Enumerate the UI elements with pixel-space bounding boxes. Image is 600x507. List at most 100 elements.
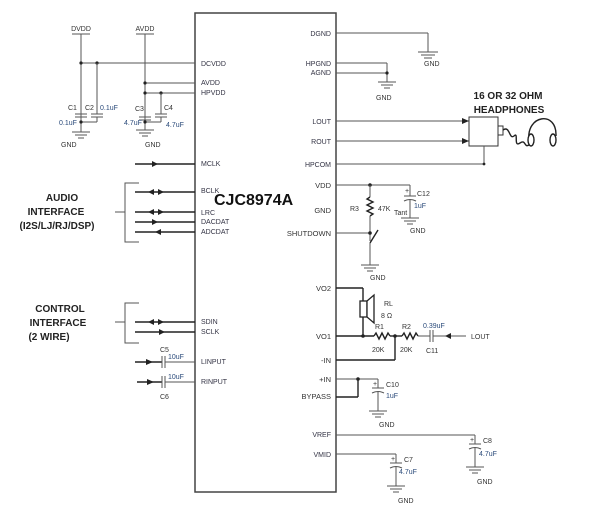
c4-value: 4.7uF xyxy=(166,122,184,129)
rl-value: 8 Ω xyxy=(381,313,392,320)
c6-ref: C6 xyxy=(160,394,169,401)
pin-hpgnd: HPGND xyxy=(306,61,331,68)
mclk-arrow xyxy=(152,161,158,167)
speaker-rl xyxy=(359,300,368,318)
c1-value: 0.1uF xyxy=(59,120,77,127)
rout-arrow xyxy=(462,138,469,144)
r1-ref: R1 xyxy=(375,324,384,331)
pin-mclk: MCLK xyxy=(201,161,221,168)
speaker-amp-section: RL 8 Ω R1 20K R2 20K 0.39uF C11 LOUT xyxy=(336,287,490,361)
c10-ref: C10 xyxy=(386,382,399,389)
chip-name: CJC8974A xyxy=(214,192,294,209)
pin-avdd: AVDD xyxy=(201,80,220,87)
shutdown-switch xyxy=(369,229,379,244)
headphone-left-cup xyxy=(527,133,535,147)
line-inputs-section: C5 10uF C6 10uF xyxy=(135,347,195,401)
gnd-label-c12: GND xyxy=(410,228,426,235)
c5-ref: C5 xyxy=(160,347,169,354)
pin-agnd: AGND xyxy=(311,70,331,77)
shutdown-section: R3 47K GND + C12 1uF Tant GND xyxy=(336,183,430,282)
gnd-label-c8: GND xyxy=(477,479,493,486)
pin-lrc: LRC xyxy=(201,210,215,217)
pin-hpcom: HPCOM xyxy=(305,162,331,169)
pin-vref: VREF xyxy=(312,432,331,439)
vref-section: + C8 4.7uF GND xyxy=(336,434,497,486)
control-interface-section: CONTROL INTERFACE (2 WIRE) xyxy=(28,302,195,344)
svg-text:+: + xyxy=(405,188,409,195)
r2-value: 20K xyxy=(400,347,413,354)
gnd-label-c10: GND xyxy=(379,422,395,429)
c2-value: 0.1uF xyxy=(100,105,118,112)
pin-dgnd: DGND xyxy=(310,31,331,38)
c11-value: 0.39uF xyxy=(423,323,445,330)
r3-ref: R3 xyxy=(350,206,359,213)
lout-arrow xyxy=(462,118,469,124)
bypass-section: + C10 1uF GND xyxy=(336,377,399,429)
audio-interface-section: AUDIO INTERFACE (I2S/LJ/RJ/DSP) xyxy=(19,161,195,243)
r3-value: 47K xyxy=(378,206,391,213)
c12-note: Tant xyxy=(394,210,407,217)
c1-ref: C1 xyxy=(68,105,77,112)
gnd-label-c3: GND xyxy=(145,142,161,149)
dvdd-label: DVDD xyxy=(71,26,91,33)
pin-vmid: VMID xyxy=(314,452,332,459)
pin-gnd: GND xyxy=(314,206,331,215)
r3-resistor xyxy=(365,196,375,217)
pin-bypass: BYPASS xyxy=(302,392,331,401)
gnd-label-agnd: GND xyxy=(376,95,392,102)
headphones-line1: 16 OR 32 OHM xyxy=(474,91,543,102)
headphone-band xyxy=(528,118,557,141)
audio-interface-line2: INTERFACE xyxy=(28,207,85,218)
ground-connections: GND GND xyxy=(336,32,440,102)
c10-value: 1uF xyxy=(386,393,398,400)
c12-ref: C12 xyxy=(417,191,430,198)
pin-rout: ROUT xyxy=(311,139,332,146)
c7-value: 4.7uF xyxy=(399,469,417,476)
pin-dacdat: DACDAT xyxy=(201,219,230,226)
pin-rinput: RINPUT xyxy=(201,379,228,386)
c7-ref: C7 xyxy=(404,457,413,464)
gnd-label-c1: GND xyxy=(61,142,77,149)
c11-ref: C11 xyxy=(426,348,438,355)
headphone-jack xyxy=(468,116,499,147)
control-interface-line2: INTERFACE xyxy=(30,318,87,329)
r1-value: 20K xyxy=(372,347,385,354)
pin-bclk: BCLK xyxy=(201,188,220,195)
control-interface-line1: CONTROL xyxy=(35,304,84,315)
pin-lout: LOUT xyxy=(312,119,331,126)
pin-plus-in: +IN xyxy=(319,375,331,384)
c6-value: 10uF xyxy=(168,374,184,381)
pin-dcvdd: DCVDD xyxy=(201,61,226,68)
c8-value: 4.7uF xyxy=(479,451,497,458)
c4-ref: C4 xyxy=(164,105,173,112)
pin-sdin: SDIN xyxy=(201,319,218,326)
pin-vo1: VO1 xyxy=(316,332,331,341)
pin-shutdown: SHUTDOWN xyxy=(287,229,331,238)
pin-adcdat: ADCDAT xyxy=(201,229,230,236)
power-supply-section: DVDD AVDD C1 0.1uF C2 0.1uF GN xyxy=(59,26,195,149)
pin-vdd: VDD xyxy=(315,181,331,190)
c3-value: 4.7uF xyxy=(124,120,142,127)
c12-value: 1uF xyxy=(414,203,426,210)
headphone-section: 16 OR 32 OHM HEADPHONES xyxy=(336,91,557,166)
avdd-label: AVDD xyxy=(136,26,155,33)
svg-text:+: + xyxy=(373,381,377,388)
r2-ref: R2 xyxy=(402,324,411,331)
r2-resistor xyxy=(401,331,419,341)
pin-minus-in: -IN xyxy=(321,356,331,365)
audio-interface-line3: (I2S/LJ/RJ/DSP) xyxy=(19,221,94,232)
gnd-label-dgnd: GND xyxy=(424,61,440,68)
headphones-line2: HEADPHONES xyxy=(474,105,545,116)
c5-value: 10uF xyxy=(168,354,184,361)
audio-interface-line1: AUDIO xyxy=(46,193,78,204)
c2-ref: C2 xyxy=(85,105,94,112)
gnd-label-c7: GND xyxy=(398,498,414,505)
gnd-label-shutdown: GND xyxy=(370,275,386,282)
lout-input-arrow xyxy=(445,333,451,339)
headphone-right-cup xyxy=(549,133,557,147)
headphone-cable xyxy=(502,128,530,147)
r1-resistor xyxy=(373,331,391,341)
c3-ref: C3 xyxy=(135,106,144,113)
pin-vo2: VO2 xyxy=(316,284,331,293)
